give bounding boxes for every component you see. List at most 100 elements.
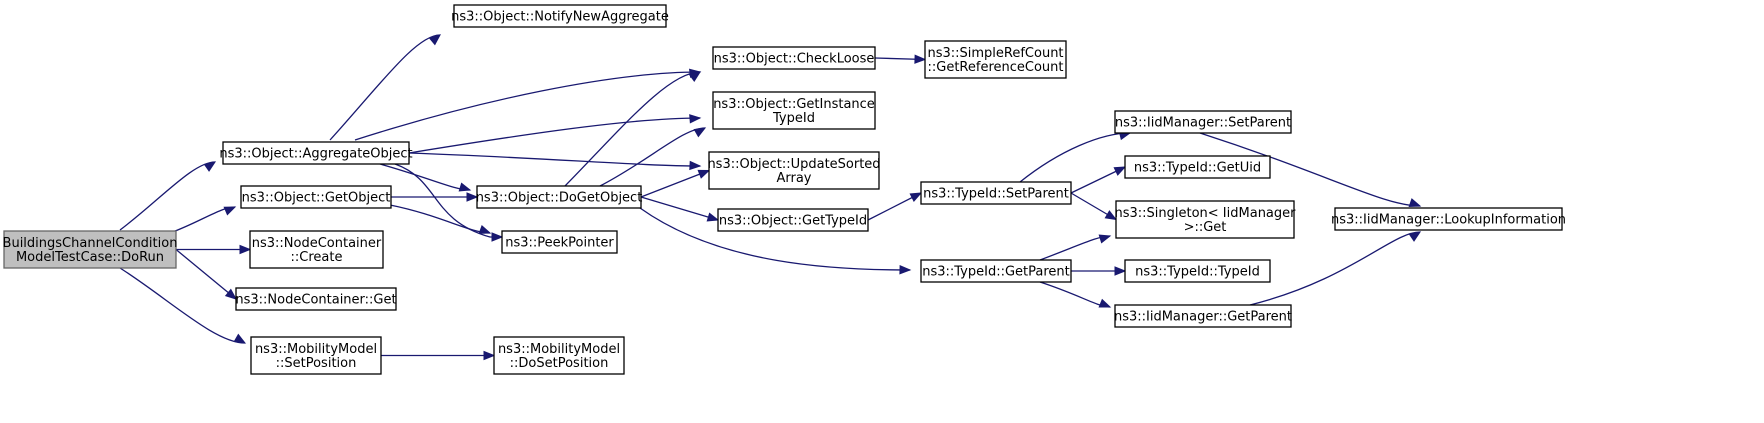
edge-dorun-to-mm_setpos	[119, 267, 246, 344]
node-object-update-sorted-array-label-line-1: ns3::Object::UpdateSorted	[707, 157, 880, 172]
node-object-get-typeid-label-line-1: ns3::Object::GetTypeId	[719, 214, 867, 229]
node-object-get-instance-typeid-label-line-1: ns3::Object::GetInstance	[713, 97, 875, 112]
node-object-do-get-object-label-line-1: ns3::Object::DoGetObject	[476, 191, 643, 206]
node-typeid-typeid[interactable]: ns3::TypeId::TypeId	[1124, 259, 1271, 283]
edge-aggregate-to-notify	[329, 34, 441, 141]
node-node-container-create[interactable]: ns3::NodeContainer::Create	[249, 230, 384, 269]
node-typeid-get-parent[interactable]: ns3::TypeId::GetParent	[920, 259, 1072, 283]
node-object-get-object[interactable]: ns3::Object::GetObject	[240, 185, 392, 209]
arrowhead-getobject-to-dogetobj	[466, 192, 479, 202]
arrowhead-mm_setpos-to-mm_dosetpos	[483, 350, 496, 361]
node-buildings-channel-condition-dorun-label-line-2: ModelTestCase::DoRun	[16, 250, 164, 265]
edge-aggregate-to-dogetobj	[379, 163, 471, 191]
edge-tid_getparent-to-singleton_get	[1039, 235, 1111, 261]
arrowhead-iid_getparent-to-lookup	[1408, 231, 1422, 242]
node-iid-manager-get-parent-box	[1114, 304, 1292, 328]
arrowhead-dorun-to-nc_get	[224, 288, 238, 300]
node-iid-manager-lookup-information-label-line-1: ns3::IidManager::LookupInformation	[1331, 213, 1566, 228]
edge-getobject-to-peek	[389, 204, 491, 234]
edges-layer	[119, 34, 1422, 361]
edge-tid_getparent-to-iid_getparent	[1039, 281, 1111, 308]
arrowhead-aggregate-to-peek	[491, 232, 504, 242]
node-node-container-create-label-line-2: ::Create	[291, 250, 343, 265]
node-simple-ref-count-get-reference-count-box	[924, 40, 1067, 79]
node-mobility-model-do-set-position-box	[493, 336, 625, 375]
arrowhead-aggregate-to-dogetobj	[458, 182, 472, 192]
arrowhead-dogetobj-to-updsorted	[697, 169, 711, 179]
node-object-aggregate-object[interactable]: ns3::Object::AggregateObject	[219, 141, 413, 165]
node-mobility-model-do-set-position-label-line-2: ::DoSetPosition	[510, 356, 609, 371]
arrowhead-tid_getparent-to-iid_getparent	[1098, 298, 1112, 308]
edge-iid_getparent-to-lookup	[1249, 231, 1421, 306]
edge-dogetobj-to-updsorted	[640, 169, 710, 198]
node-simple-ref-count-get-reference-count-label-line-1: ns3::SimpleRefCount	[927, 46, 1063, 61]
node-typeid-typeid-label-line-1: ns3::TypeId::TypeId	[1135, 265, 1260, 280]
node-object-get-object-box	[240, 185, 392, 209]
node-singleton-iid-manager-get-box	[1115, 200, 1295, 239]
arrowhead-aggregate-to-notify	[428, 34, 442, 46]
node-object-get-typeid[interactable]: ns3::Object::GetTypeId	[717, 208, 869, 232]
edge-aggregate-to-peek	[394, 163, 500, 238]
node-node-container-get[interactable]: ns3::NodeContainer::Get	[235, 287, 397, 311]
node-simple-ref-count-get-reference-count[interactable]: ns3::SimpleRefCount::GetReferenceCount	[924, 40, 1067, 79]
node-peek-pointer-label-line-1: ns3::PeekPointer	[505, 236, 614, 251]
node-node-container-create-box	[249, 230, 384, 269]
node-object-check-loose-label-line-1: ns3::Object::CheckLoose	[714, 52, 875, 67]
arrowhead-dorun-to-nc_create	[239, 244, 252, 255]
node-iid-manager-set-parent[interactable]: ns3::IidManager::SetParent	[1114, 110, 1292, 134]
node-typeid-get-uid[interactable]: ns3::TypeId::GetUid	[1124, 155, 1271, 179]
node-node-container-get-label-line-1: ns3::NodeContainer::Get	[235, 293, 396, 308]
node-iid-manager-lookup-information[interactable]: ns3::IidManager::LookupInformation	[1331, 207, 1566, 231]
edge-dogetobj-to-gettypeid	[640, 196, 719, 221]
node-typeid-get-uid-box	[1124, 155, 1271, 179]
arrowhead-gettypeid-to-tid_setparent	[909, 192, 923, 202]
node-typeid-set-parent[interactable]: ns3::TypeId::SetParent	[920, 181, 1072, 205]
node-buildings-channel-condition-dorun[interactable]: BuildingsChannelConditionModelTestCase::…	[3, 230, 178, 269]
node-object-get-instance-typeid-box	[712, 91, 876, 130]
edge-aggregate-to-getinst	[408, 117, 701, 154]
edge-dogetobj-to-checkloose	[564, 71, 701, 187]
arrowhead-aggregate-to-updsorted	[689, 160, 702, 171]
node-object-check-loose[interactable]: ns3::Object::CheckLoose	[712, 46, 876, 70]
node-node-container-create-label-line-1: ns3::NodeContainer	[252, 236, 382, 251]
node-object-do-get-object[interactable]: ns3::Object::DoGetObject	[476, 185, 643, 209]
node-peek-pointer[interactable]: ns3::PeekPointer	[501, 230, 618, 254]
node-singleton-iid-manager-get-label-line-1: ns3::Singleton< IidManager	[1114, 206, 1296, 221]
node-iid-manager-get-parent-label-line-1: ns3::IidManager::GetParent	[1114, 310, 1292, 325]
node-node-container-get-box	[235, 287, 397, 311]
arrowhead-aggregate-to-getinst	[689, 114, 702, 124]
node-mobility-model-set-position-label-line-1: ns3::MobilityModel	[255, 342, 377, 357]
node-object-get-object-label-line-1: ns3::Object::GetObject	[242, 191, 391, 206]
arrowhead-dogetobj-to-getinst	[693, 127, 707, 138]
arrowhead-dogetobj-to-tid_getparent	[899, 264, 912, 275]
arrowhead-dorun-to-aggregate	[203, 161, 217, 172]
node-typeid-set-parent-box	[920, 181, 1072, 205]
node-object-update-sorted-array-box	[708, 151, 880, 190]
node-buildings-channel-condition-dorun-box	[3, 230, 177, 269]
edge-aggregate-to-updsorted	[408, 152, 701, 167]
arrowhead-tid_getparent-to-tid_ctor	[1114, 266, 1127, 276]
node-object-aggregate-object-label-line-1: ns3::Object::AggregateObject	[219, 147, 412, 162]
node-object-update-sorted-array-label-line-2: Array	[776, 171, 811, 186]
edge-aggregate-to-checkloose	[354, 71, 701, 141]
node-mobility-model-do-set-position[interactable]: ns3::MobilityModel::DoSetPosition	[493, 336, 625, 375]
node-object-notify-new-aggregate[interactable]: ns3::Object::NotifyNewAggregate	[451, 4, 669, 28]
arrowhead-dorun-to-mm_setpos	[233, 333, 247, 344]
node-singleton-iid-manager-get[interactable]: ns3::Singleton< IidManager>::Get	[1114, 200, 1296, 239]
arrowhead-tid_setparent-to-singleton_get	[1104, 210, 1118, 221]
node-iid-manager-lookup-information-box	[1334, 207, 1563, 231]
edge-dogetobj-to-tid_getparent	[639, 207, 911, 271]
node-object-check-loose-box	[712, 46, 876, 70]
node-object-notify-new-aggregate-label-line-1: ns3::Object::NotifyNewAggregate	[451, 10, 669, 25]
arrowhead-dogetobj-to-checkloose	[688, 71, 702, 82]
arrowhead-dorun-to-getobject	[223, 206, 237, 216]
nodes-layer: BuildingsChannelConditionModelTestCase::…	[3, 4, 1566, 375]
node-iid-manager-get-parent[interactable]: ns3::IidManager::GetParent	[1114, 304, 1292, 328]
node-mobility-model-set-position[interactable]: ns3::MobilityModel::SetPosition	[250, 336, 382, 375]
node-typeid-set-parent-label-line-1: ns3::TypeId::SetParent	[923, 187, 1069, 202]
node-typeid-get-parent-label-line-1: ns3::TypeId::GetParent	[922, 265, 1070, 280]
node-typeid-get-parent-box	[920, 259, 1072, 283]
